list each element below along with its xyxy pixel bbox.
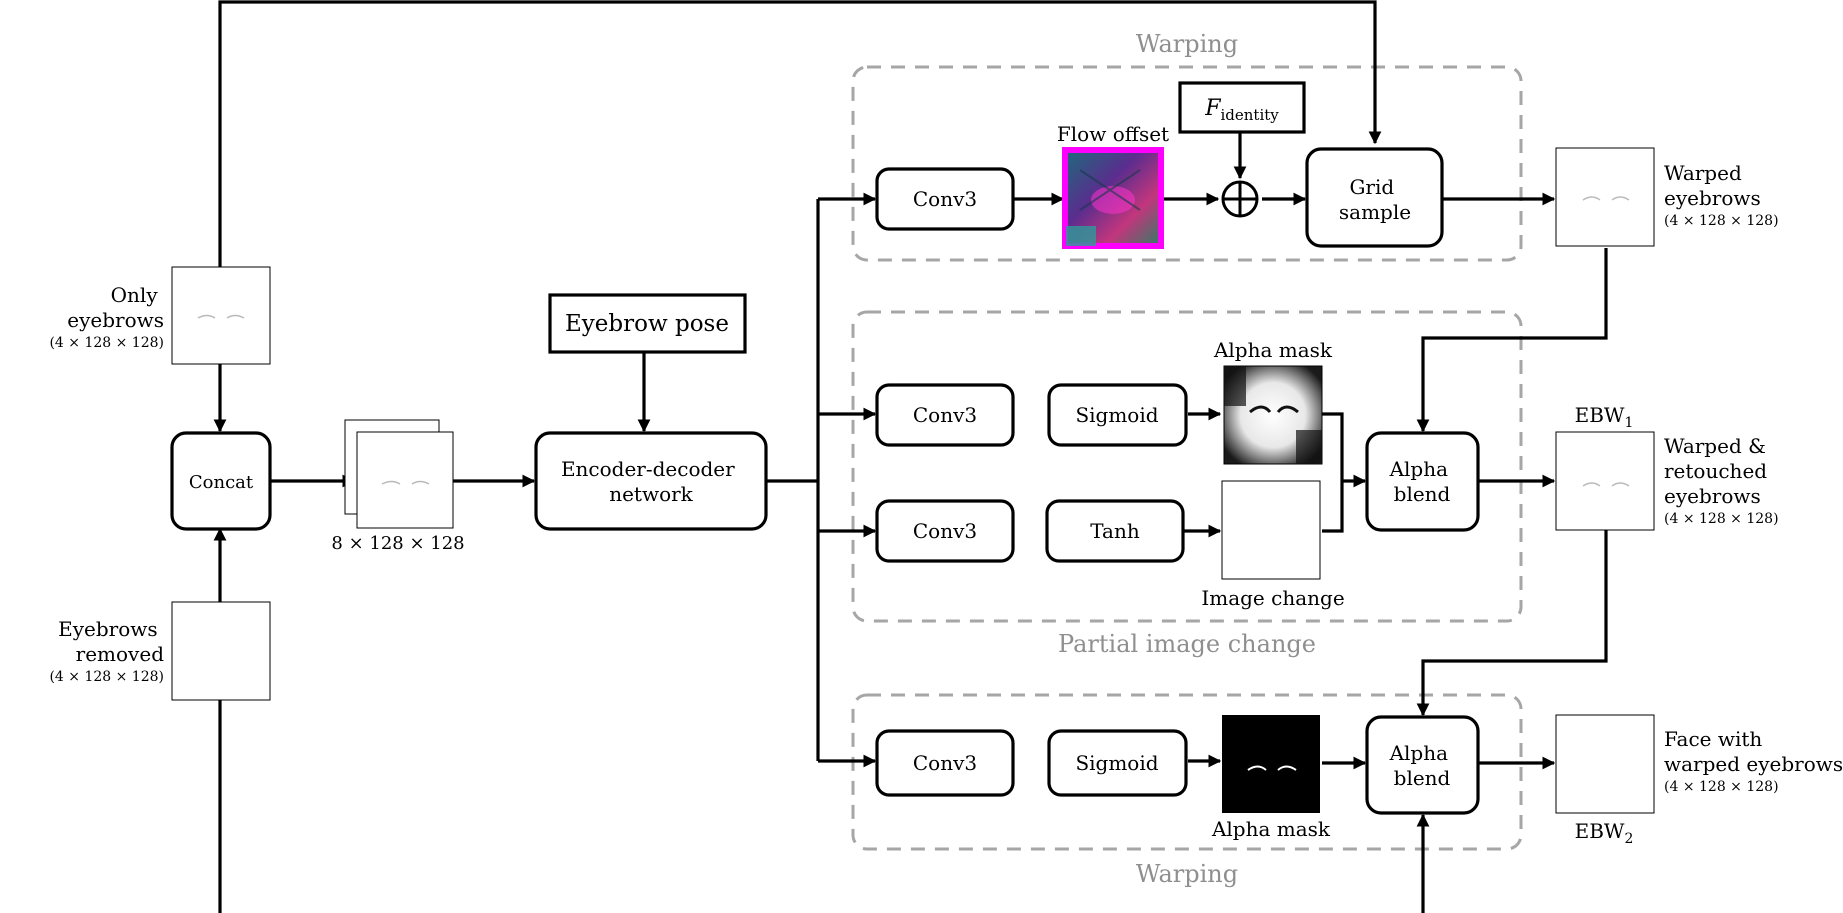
ebw1-label: EBW1 [1575, 403, 1634, 431]
svg-text:Alpha blend: Alpha blend [1389, 457, 1455, 506]
alpha-mask-bottom-label: Alpha mask [1211, 817, 1331, 841]
warped-eyebrows-label-line2: eyebrows [1664, 186, 1761, 210]
concatenated-tensor [343, 418, 454, 529]
warping-group-bottom [851, 693, 1523, 851]
svg-text:Eyebrows removed: Eyebrows removed [58, 617, 164, 666]
conv3-change-label: Conv3 [913, 519, 977, 543]
encoder-decoder-node [534, 431, 768, 531]
svg-text:Face with warped eyebrows: Face with warped eyebrows [1664, 727, 1843, 776]
warping-group-top [851, 65, 1523, 262]
svg-text:Alpha blend: Alpha blend [1389, 741, 1455, 790]
face-label-line2: warped eyebrows [1664, 752, 1843, 776]
only-eyebrows-label-line1: Only [111, 283, 159, 307]
alpha-blend-top-label-line2: blend [1394, 482, 1451, 506]
conv3-change-node [875, 499, 1015, 563]
retouched-label-line2: retouched [1664, 459, 1767, 483]
warped-eyebrows-dimension: (4 × 128 × 128) [1664, 213, 1779, 229]
eyebrows-removed-label-line1: Eyebrows [58, 617, 158, 641]
eyebrows-removed-label-line2: removed [76, 642, 165, 666]
svg-text:Warped & retouched eye: Warped & retouched eyebrows [1664, 434, 1773, 508]
eyebrow-pose-node [548, 293, 747, 354]
warped-eyebrows-label-line1: Warped [1664, 161, 1742, 185]
svg-text:Encoder-decoder network: Encoder-decoder network [561, 457, 741, 506]
encoder-label-line2: network [609, 482, 693, 506]
alpha-blend-top-node [1365, 431, 1480, 532]
eyebrows-removed-dimension: (4 × 128 × 128) [49, 669, 164, 685]
retouched-dimension: (4 × 128 × 128) [1664, 511, 1779, 527]
concat-label: Concat [189, 472, 254, 493]
grid-sample-label-line1: Grid [1349, 175, 1394, 199]
warped-eyebrows-image [1555, 147, 1655, 247]
only-eyebrows-image [171, 266, 271, 365]
only-eyebrows-label-line2: eyebrows [67, 308, 164, 332]
conv3-alpha-node [875, 383, 1015, 447]
conv3-final-node [875, 729, 1015, 797]
warping-group-top-label: Warping [1136, 30, 1238, 58]
face-with-warped-eyebrows-image [1554, 713, 1656, 815]
face-label-line1: Face with [1664, 727, 1762, 751]
f-identity-label: Fidentity [1204, 96, 1279, 124]
connections [213, 0, 1608, 913]
conv3-warp-node [875, 167, 1015, 231]
alpha-blend-bottom-label-line1: Alpha [1389, 741, 1449, 765]
concat-node [170, 431, 272, 531]
tanh-label: Tanh [1090, 519, 1140, 543]
svg-text:Warped eyebrows: Warped eyebrows [1664, 161, 1761, 210]
flow-offset-label: Flow offset [1057, 122, 1169, 146]
eyebrows-removed-image [170, 600, 272, 702]
sigmoid-bottom-label: Sigmoid [1075, 751, 1158, 775]
conv3-alpha-label: Conv3 [913, 403, 977, 427]
grid-sample-node [1305, 147, 1444, 248]
svg-text:Only eyebrows: Only eyebrows [67, 283, 164, 332]
tanh-node [1045, 499, 1185, 563]
image-change-label: Image change [1201, 586, 1344, 610]
warping-group-bottom-label: Warping [1136, 860, 1238, 888]
alpha-mask-bottom-image [1222, 715, 1320, 813]
f-identity-node [1178, 81, 1306, 134]
retouched-label-line3: eyebrows [1664, 484, 1761, 508]
alpha-blend-top-label-line1: Alpha [1389, 457, 1449, 481]
image-change-image [1221, 480, 1321, 580]
grid-sample-label-line2: sample [1339, 200, 1411, 224]
ebw1-image [1555, 431, 1655, 531]
retouched-label-line1: Warped & [1664, 434, 1766, 458]
eyebrow-pose-label: Eyebrow pose [565, 311, 729, 337]
face-dimension: (4 × 128 × 128) [1664, 779, 1779, 795]
flow-offset-image [1062, 147, 1164, 249]
sigmoid-top-label: Sigmoid [1075, 403, 1158, 427]
alpha-mask-top-label: Alpha mask [1213, 338, 1333, 362]
sigmoid-bottom-node [1047, 729, 1188, 797]
sigmoid-top-node [1047, 383, 1188, 447]
only-eyebrows-dimension: (4 × 128 × 128) [49, 335, 164, 351]
encoder-label-line1: Encoder-decoder [561, 457, 735, 481]
conv3-warp-label: Conv3 [913, 187, 977, 211]
alpha-blend-bottom-label-line2: blend [1394, 766, 1451, 790]
alpha-mask-top-image [1223, 365, 1323, 465]
svg-text:Grid sample: Grid sample [1339, 175, 1411, 224]
plus-circle-icon [1221, 180, 1259, 218]
partial-group-label: Partial image change [1058, 630, 1316, 658]
partial-image-change-group [851, 310, 1523, 623]
ebw2-label: EBW2 [1575, 819, 1634, 847]
alpha-blend-bottom-node [1365, 715, 1480, 815]
concat-dimension: 8 × 128 × 128 [331, 533, 464, 554]
conv3-final-label: Conv3 [913, 751, 977, 775]
